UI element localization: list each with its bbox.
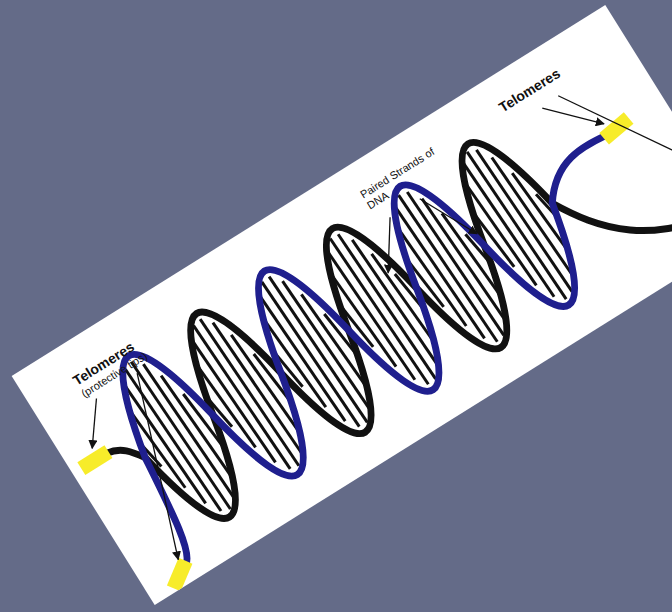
- telomere-label: Telomeres: [496, 65, 563, 115]
- leader-line: [420, 183, 477, 250]
- diagram-card: Telomeres(protective tips)Paired Strands…: [12, 5, 672, 605]
- dna-strand: [76, 79, 672, 564]
- leader-line: [542, 85, 604, 147]
- leader-line: [364, 217, 415, 272]
- telomere: [167, 558, 193, 591]
- telomere: [77, 445, 112, 475]
- leader-line: [71, 398, 118, 448]
- leader-line: [558, 49, 672, 213]
- dna-illustration: [12, 5, 672, 605]
- leader-line: [83, 373, 233, 560]
